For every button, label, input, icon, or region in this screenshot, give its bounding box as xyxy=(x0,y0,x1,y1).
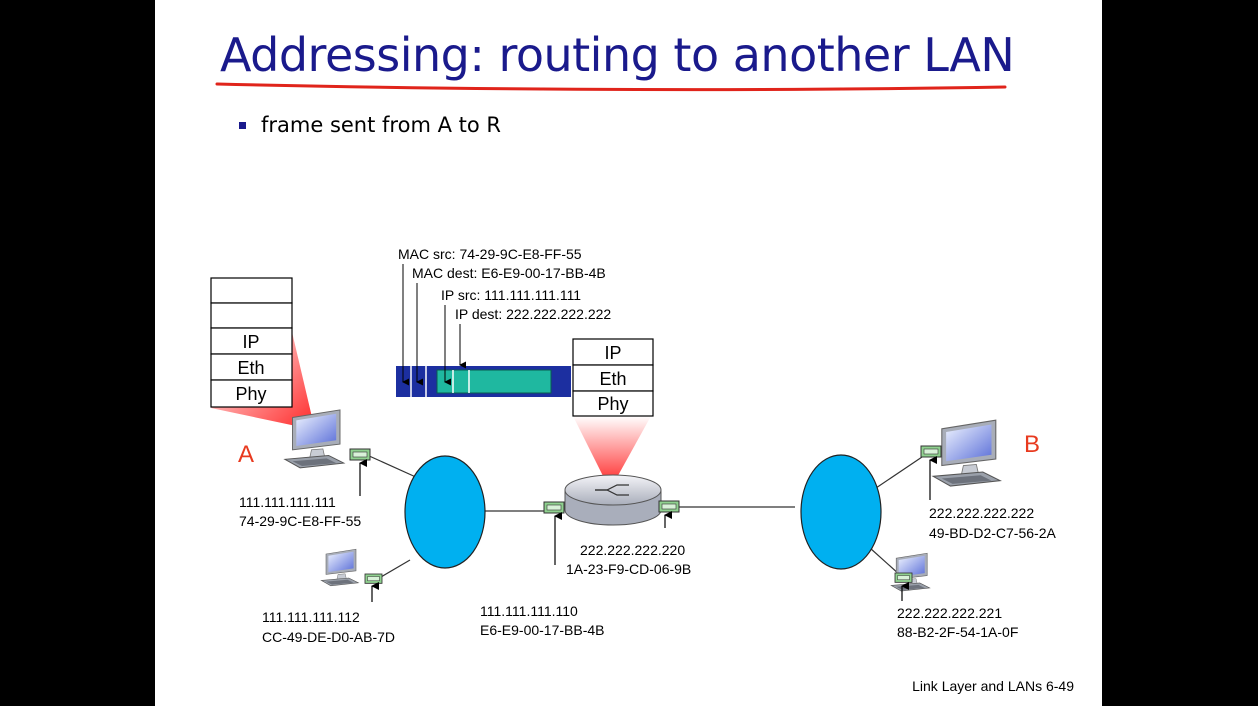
host-b2-computer xyxy=(890,552,930,592)
host-a-adapter xyxy=(349,448,371,461)
router-right-ip: 222.222.222.220 xyxy=(580,542,685,558)
bullet-text: frame sent from A to R xyxy=(261,113,501,137)
slide: Addressing: routing to another LAN frame… xyxy=(155,0,1102,706)
host-a-stack-ip: IP xyxy=(242,332,259,352)
host-a-mac: 74-29-9C-E8-FF-55 xyxy=(239,513,361,529)
address-pointer-arrows xyxy=(359,456,937,602)
address-labels: 111.111.111.111 74-29-9C-E8-FF-55 111.11… xyxy=(239,494,1056,645)
network-diagram: IP Eth Phy IP Eth Phy MAC src: 74-29-9C-… xyxy=(210,246,1056,645)
ip-dest-label: IP dest: 222.222.222.222 xyxy=(455,306,611,322)
router-protocol-stack: IP Eth Phy xyxy=(572,338,654,417)
node-label-a: A xyxy=(238,441,254,468)
host-b-adapter xyxy=(920,445,942,458)
mac-dest-label: MAC dest: E6-E9-00-17-BB-4B xyxy=(412,265,606,281)
lan-cloud-right xyxy=(800,454,882,570)
router-stack-eth: Eth xyxy=(599,369,626,389)
frame-field-labels: MAC src: 74-29-9C-E8-FF-55 MAC dest: E6-… xyxy=(398,246,611,386)
host-a-computer xyxy=(284,409,345,469)
mac-src-label: MAC src: 74-29-9C-E8-FF-55 xyxy=(398,246,582,262)
host-a2-adapter xyxy=(364,573,383,584)
frame-payload xyxy=(436,369,552,394)
host-a-stack-eth: Eth xyxy=(237,358,264,378)
router-stack-phy: Phy xyxy=(597,394,628,414)
router-right-adapter xyxy=(658,500,680,513)
lan-cloud-left xyxy=(404,455,486,569)
ethernet-frame xyxy=(396,366,571,397)
host-a-ip: 111.111.111.111 xyxy=(239,494,336,510)
router-right-mac: 1A-23-F9-CD-06-9B xyxy=(566,561,691,577)
slide-title: Addressing: routing to another LAN xyxy=(220,28,1015,82)
ip-src-label: IP src: 111.111.111.111 xyxy=(441,287,581,303)
router-stack-cone xyxy=(573,416,651,490)
router-left-ip: 111.111.111.110 xyxy=(480,603,578,619)
host-a-protocol-stack: IP Eth Phy xyxy=(210,277,293,408)
router-left-mac: E6-E9-00-17-BB-4B xyxy=(480,622,605,638)
slide-footer: Link Layer and LANs 6-49 xyxy=(912,678,1074,694)
host-b2-adapter xyxy=(894,572,913,583)
router-switch-icon xyxy=(595,484,629,496)
network-links xyxy=(366,454,926,578)
host-a2-computer xyxy=(320,548,359,587)
host-b-ip: 222.222.222.222 xyxy=(929,505,1034,521)
host-b-computer xyxy=(932,419,1001,487)
router-r xyxy=(564,474,662,526)
host-a2-ip: 111.111.111.112 xyxy=(262,609,360,625)
host-b2-ip: 222.222.222.221 xyxy=(897,605,1002,621)
host-b2-mac: 88-B2-2F-54-1A-0F xyxy=(897,624,1018,640)
host-b-mac: 49-BD-D2-C7-56-2A xyxy=(929,525,1056,541)
title-underline xyxy=(215,82,1007,92)
host-a-stack-phy: Phy xyxy=(235,384,266,404)
host-a2-mac: CC-49-DE-D0-AB-7D xyxy=(262,629,395,645)
node-label-b: B xyxy=(1024,431,1040,458)
bullet-item: frame sent from A to R xyxy=(239,113,501,137)
router-left-adapter xyxy=(543,501,565,514)
router-stack-ip: IP xyxy=(604,343,621,363)
bullet-marker xyxy=(239,121,246,129)
